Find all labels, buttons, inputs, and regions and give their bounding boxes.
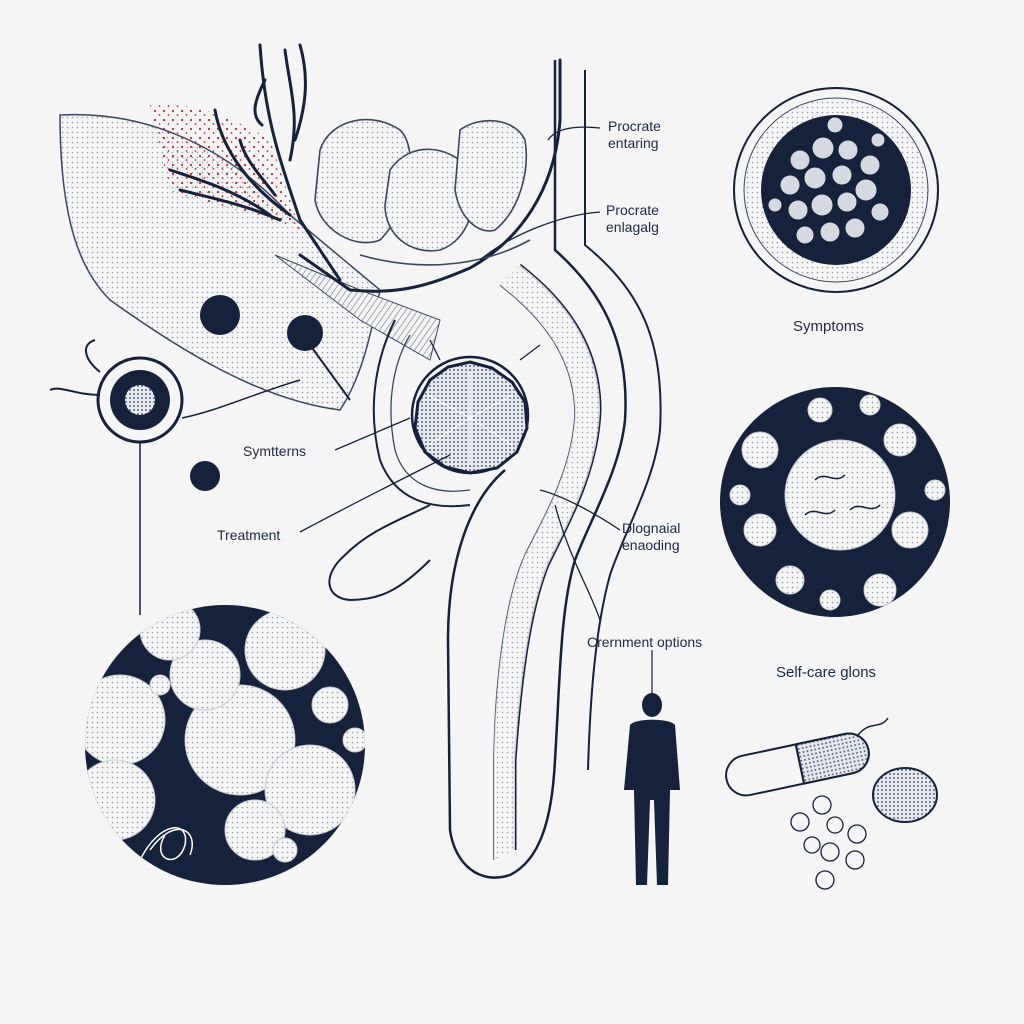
pill-tablets — [790, 767, 938, 890]
cell-cross-section — [733, 87, 939, 293]
bladder-organ — [59, 104, 441, 491]
leader-lines — [299, 126, 621, 621]
cell-detail-small — [49, 339, 301, 615]
prostate-gland — [314, 118, 531, 266]
label-symptoms-left: Symtterns — [243, 443, 307, 459]
dark-nodule — [190, 461, 220, 491]
label-treatment: Treatment — [217, 527, 281, 543]
label-symptoms-right: Symptoms — [793, 318, 864, 335]
medication-capsule — [725, 717, 889, 797]
nerve-branches — [168, 43, 562, 293]
dark-nodule — [287, 315, 323, 351]
tissue-micrograph — [85, 605, 365, 885]
label-prostate-enlarging: Procrate enlagalg — [606, 202, 659, 235]
label-prostate-entering: Procrate entaring — [608, 118, 661, 151]
person-figure — [624, 650, 680, 885]
label-self-care: Self-care glons — [776, 664, 877, 681]
label-treatment-options: Crernment options — [587, 634, 703, 650]
label-diagnosis: Dlognaial enaoding — [622, 520, 681, 553]
dark-nodule — [200, 295, 240, 335]
enlarged-prostate — [410, 355, 530, 475]
virus-micrograph — [720, 387, 950, 617]
